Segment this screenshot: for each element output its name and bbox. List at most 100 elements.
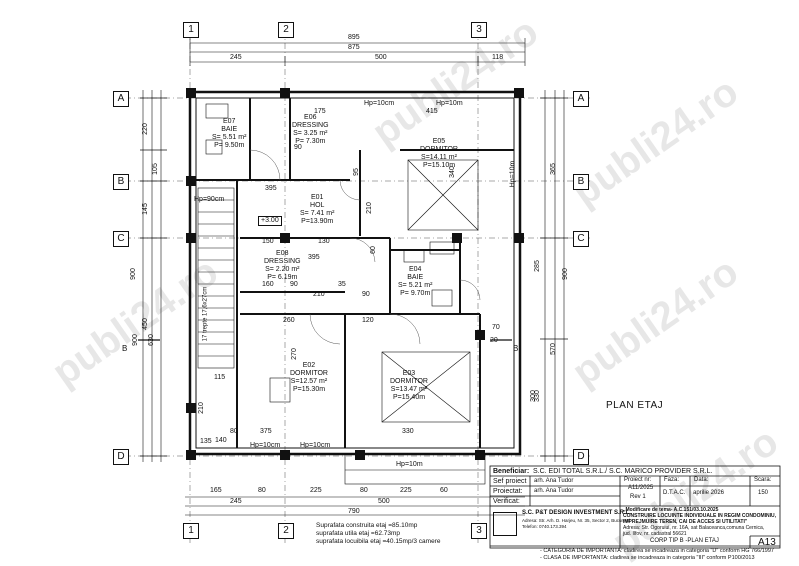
bath-fixtures	[205, 103, 455, 307]
dim-top-seg-3: 118	[492, 54, 504, 61]
company-logo	[493, 512, 517, 536]
company-address: Adresa: Str. Arh. D. Harjeu, Nr. 35, Sec…	[522, 518, 631, 523]
room-name: BAIE	[221, 126, 238, 133]
note-categoria: - CATEGORIA DE IMPORTANTA: cladirea se i…	[540, 548, 774, 554]
level-mark: +3.00	[258, 216, 282, 226]
title-block-frame	[489, 465, 781, 549]
proiect-nr: A11/2025	[628, 485, 654, 491]
grid-bubble-row-b-right: B	[573, 174, 589, 190]
grid-bubble-row-c-right: C	[573, 231, 589, 247]
plan-title: PLAN ETAJ	[606, 400, 664, 411]
dim-bottom-b-1: 245	[230, 498, 242, 505]
desk-e02	[269, 377, 291, 403]
verificat-label: Verificat:	[493, 498, 520, 505]
dim-right-seg-1: 365	[549, 163, 557, 175]
revision: Rev 1	[630, 494, 646, 500]
grid-bubble-column-3-bottom: 3	[471, 523, 487, 539]
dim-inner: 60	[369, 246, 377, 254]
grid-bubble-row-c-left: C	[113, 231, 129, 247]
dim-inner: 900	[131, 334, 139, 346]
room-e04: E04 BAIE S= 5.21 m² P= 9.70m	[398, 266, 432, 298]
dim-inner: 70	[492, 324, 500, 331]
room-area: S=13.47 m²	[390, 386, 428, 393]
dim-top-seg-1: 245	[230, 54, 242, 61]
room-area: S= 2.20 m²	[265, 266, 300, 273]
dim-inner: 20	[490, 337, 498, 344]
dimension-lines	[142, 38, 565, 516]
dim-inner: 395	[308, 254, 320, 261]
grid-bubble-row-a-left: A	[113, 91, 129, 107]
dim-right-seg-2: 285	[533, 260, 541, 272]
room-perimeter: P=15.30m	[292, 386, 326, 393]
room-area: S= 7.41 m²	[300, 210, 335, 217]
room-name: HOL	[310, 202, 325, 209]
dim-inner: 375	[260, 428, 272, 435]
dim-bottom-total: 790	[348, 508, 360, 515]
window-label: Hp=90cm	[194, 196, 225, 203]
dim-inner: 270	[290, 348, 298, 360]
faza: D.T.A.C.	[663, 490, 686, 496]
section-mark-right: B	[513, 344, 519, 353]
room-code: E02	[302, 362, 316, 369]
dim-inner: 95	[352, 168, 360, 176]
dim-bottom-seg-4: 80	[360, 487, 368, 494]
room-e02: E02 DORMITOR S=12.57 m² P=15.30m	[290, 362, 328, 394]
room-e07: E07 BAIE S= 5.51 m² P= 9.50m	[212, 118, 246, 150]
proiect-nr-label: Proiect nr:	[624, 477, 652, 483]
room-e03: E03 DORMITOR S=13.47 m² P=15.40m	[390, 370, 428, 402]
scara: 150	[758, 490, 769, 496]
area-living: suprafata locuibila etaj =40.15mp/3 came…	[316, 538, 441, 545]
dim-bottom-seg-6: 60	[440, 487, 448, 494]
dim-inner: 90	[362, 291, 370, 298]
dim-inner: 90	[294, 144, 302, 151]
dim-inner: 35	[338, 281, 346, 288]
window-label: Hp=10cm	[250, 442, 281, 449]
dim-inner: 210	[313, 291, 325, 298]
proiectat-label: Proiectat:	[493, 488, 523, 495]
room-name: DORMITOR	[390, 378, 428, 385]
room-perimeter: P=13.90m	[301, 218, 334, 225]
dim-bottom-seg-2: 80	[258, 487, 266, 494]
dim-left-seg-1: 220	[141, 123, 149, 135]
room-name: DRESSING	[292, 122, 329, 129]
room-e05: E05 DORMITOR S=14.11 m² P=15.10m	[420, 138, 458, 170]
room-perimeter: P= 6.19m	[267, 274, 298, 281]
dim-left-total: 900	[129, 268, 137, 280]
room-e08: E08 DRESSING S= 2.20 m² P= 6.19m	[264, 250, 301, 282]
faza-label: Faza:	[664, 477, 680, 483]
dim-top-total: 895	[348, 34, 360, 41]
grid-bubble-column-1: 1	[183, 22, 199, 38]
dim-left-seg-3: 145	[141, 203, 149, 215]
grid-bubble-row-d-left: D	[113, 449, 129, 465]
dim-inner: 395	[265, 185, 277, 192]
dim-inner: 415	[426, 108, 438, 115]
room-code: E03	[402, 370, 416, 377]
stair	[197, 187, 235, 369]
dim-left-seg-2: 105	[151, 163, 159, 175]
dim-bottom-b-2: 500	[378, 498, 390, 505]
dim-inner: 150	[262, 238, 274, 245]
dim-inner: 120	[362, 317, 374, 324]
dim-left-seg-4: 450	[141, 318, 149, 330]
description-line-2: CONSTRUIRE LOCUINTE INDIVIDUALE IN REGIM…	[623, 513, 777, 519]
room-name: DORMITOR	[290, 370, 328, 377]
drawing-name: CORP TIP B -PLAN ETAJ	[650, 538, 719, 544]
areas-summary: Suprafata construita etaj =85.10mp supra…	[316, 522, 440, 546]
room-perimeter: P= 9.50m	[214, 142, 245, 149]
room-code: E08	[276, 250, 289, 257]
room-code: E06	[304, 114, 317, 121]
dim-inner: 135	[200, 438, 212, 445]
grid-bubble-row-d-right: D	[573, 449, 589, 465]
dim-inner: 160	[262, 281, 274, 288]
data-label: Data:	[694, 477, 709, 483]
room-area: S= 5.51 m²	[212, 134, 247, 141]
dim-right-total: 900	[561, 268, 569, 280]
door-arcs	[249, 149, 481, 345]
room-area: S=12.57 m²	[290, 378, 328, 385]
room-area: S=14.11 m²	[421, 154, 457, 161]
interior-walls	[196, 98, 514, 448]
dim-right-seg-3: 570	[549, 343, 557, 355]
window-label: Hp=10cm	[300, 442, 331, 449]
window-label: Hp=10m	[436, 100, 463, 107]
